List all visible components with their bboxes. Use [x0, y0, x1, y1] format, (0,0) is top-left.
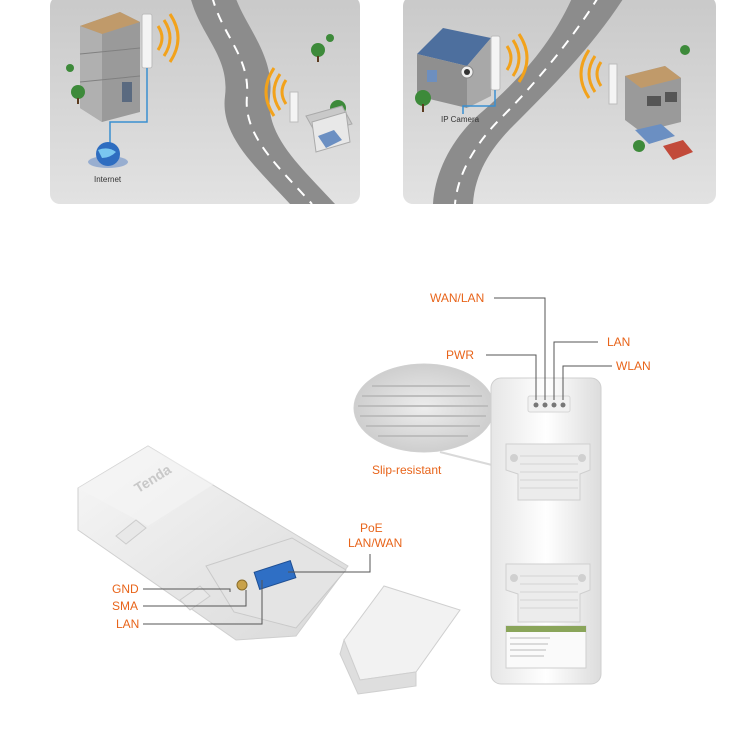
- mounting-bracket: [505, 443, 591, 501]
- callout-slip-resistant: Slip-resistant: [372, 463, 442, 477]
- road: [433, 0, 623, 204]
- scenario-panel-ip-camera: IP Camera: [403, 0, 716, 204]
- ip-camera-icon: [460, 65, 474, 79]
- internet-globe-icon: [88, 142, 128, 168]
- tree-icon: [415, 45, 690, 152]
- callout-wlan: WLAN: [616, 359, 651, 373]
- product-label-sticker: [505, 625, 587, 669]
- wifi-waves-icon: [505, 33, 529, 83]
- mounting-bracket: [505, 563, 591, 623]
- callout-wan-lan: WAN/LAN: [430, 291, 485, 305]
- ip-camera-label: IP Camera: [441, 115, 480, 124]
- wifi-waves-icon: [264, 67, 288, 117]
- lan-led-icon: [551, 402, 557, 408]
- callout-lan-top: LAN: [607, 335, 631, 349]
- wlan-led-icon: [560, 402, 566, 408]
- house-group: [289, 91, 353, 153]
- wifi-waves-icon: [156, 13, 180, 63]
- port-cover: [339, 585, 461, 695]
- internet-label: Internet: [94, 175, 122, 184]
- callout-gnd: GND: [112, 582, 139, 596]
- road: [191, 0, 335, 204]
- rj45-port-icon: [253, 559, 297, 591]
- callout-pwr: PWR: [446, 348, 474, 362]
- scenario-illustration: Internet: [50, 0, 360, 204]
- monitoring-building: [608, 63, 693, 160]
- cpe-device-back: [490, 377, 602, 685]
- callout-poe: PoE: [360, 521, 383, 535]
- wan-lan-led-icon: [542, 402, 548, 408]
- wifi-waves-icon: [579, 49, 603, 99]
- camera-house: [417, 28, 491, 108]
- callout-sma: SMA: [112, 599, 139, 613]
- sma-connector-icon: [236, 579, 248, 591]
- scenario-illustration: IP Camera: [403, 0, 716, 204]
- slip-resistant-zoom: [353, 363, 497, 467]
- pwr-led-icon: [533, 402, 539, 408]
- scenario-panel-building-to-house: Internet Internet: [50, 0, 360, 204]
- tall-building: [79, 12, 141, 122]
- callout-lan-wan: LAN/WAN: [348, 536, 403, 550]
- callout-lan-bottom: LAN: [116, 617, 140, 631]
